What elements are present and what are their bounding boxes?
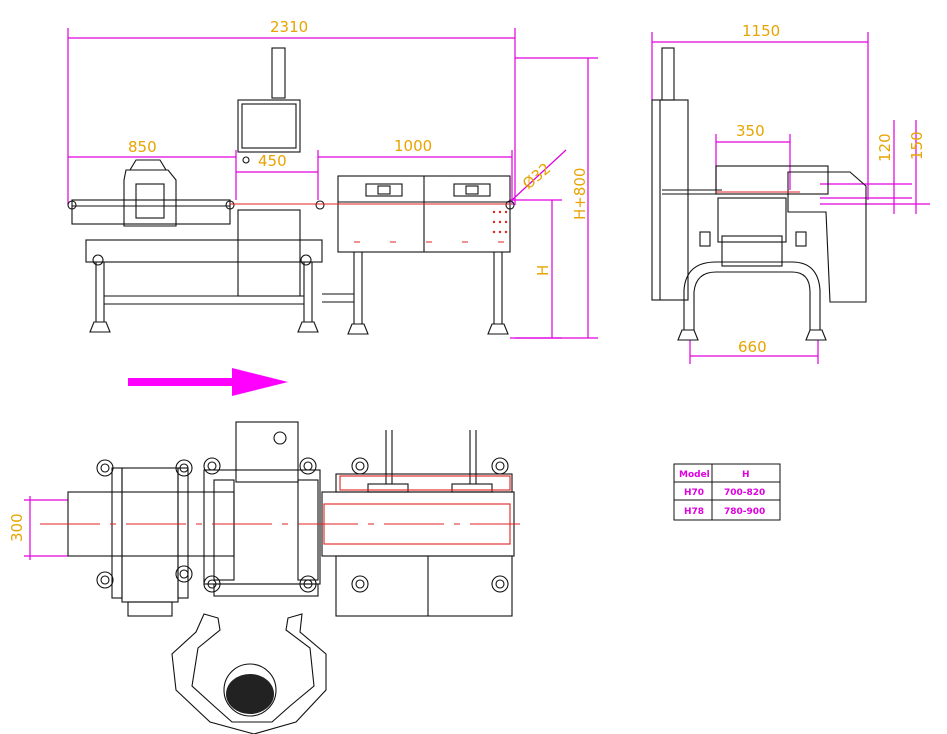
dim-side-width: 1150 [742,22,780,40]
dim-side-base: 660 [738,338,767,356]
dim-height: H [534,265,552,276]
side-view: 1150 350 660 120 150 [651,22,930,364]
dim-detector-length: 850 [128,138,157,156]
table-cell-model-1: H70 [684,488,704,498]
table-header-h: H [742,470,750,480]
operator-figure [171,613,327,734]
dim-conveyor-length: 1000 [394,137,432,155]
dim-side-belt-width: 350 [736,122,765,140]
table-cell-h-2: 780-900 [724,507,765,517]
red-dots [492,210,508,234]
operator-head [226,674,274,714]
table-cell-model-2: H78 [684,507,704,517]
dim-height-total: H+800 [571,168,589,220]
dim-overall-length: 2310 [270,18,308,36]
dim-side-h2: 150 [908,131,926,160]
top-view: 300 [8,421,520,734]
table-cell-h-1: 700-820 [724,488,765,498]
dim-frame-length: 450 [258,152,287,170]
leveling-feet [96,457,509,593]
table-header-model: Model [679,470,710,480]
flow-arrow [128,368,288,396]
front-view: 2310 850 450 1000 Ø32 H+800 H [67,18,598,339]
dim-top-width: 300 [8,513,26,542]
model-table: Model H H70 700-820 H78 780-900 [673,463,781,521]
dim-side-h1: 120 [876,133,894,162]
